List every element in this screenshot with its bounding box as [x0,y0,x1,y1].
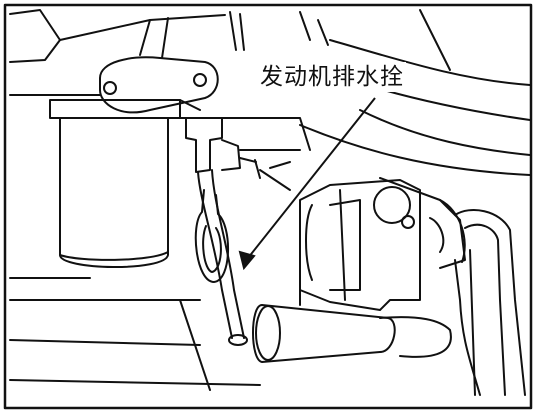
drain-valve [185,117,223,173]
drain-hose [197,169,245,339]
upper-housing [9,9,61,63]
callout-label: 发动机排水拴 [258,62,406,92]
pump-assembly [299,179,421,311]
oil-filter [59,117,169,268]
loop-pipe [454,209,526,396]
bottom-tube [252,304,396,363]
upper-pipe [329,39,531,86]
ring-tag [194,189,229,283]
callout-leader [238,97,376,271]
diagram-border [3,3,533,410]
flange-plate [99,56,219,114]
